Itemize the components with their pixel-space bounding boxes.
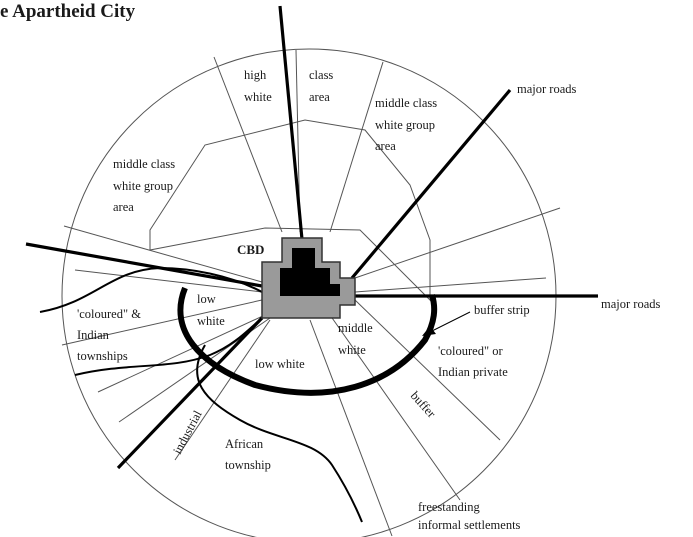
inner-ring (149, 119, 431, 302)
zone-african-township-line2: township (225, 458, 271, 472)
buffer-strip-arrowhead (422, 326, 436, 336)
label-informal-settlements-line1: freestanding (418, 500, 481, 514)
zone-buffer: buffer (408, 389, 439, 422)
zone-middle-class-right-line3: area (375, 139, 396, 153)
label-informal-settlements-line2: informal settlements (418, 518, 521, 532)
label-major-roads-right: major roads (601, 297, 660, 311)
cbd-block (261, 237, 356, 319)
zone-middle-class-right-line2: white group (375, 118, 435, 132)
sector-lines (61, 49, 561, 537)
rail-curve-upper (39, 266, 263, 313)
zone-coloured-townships-line3: townships (77, 349, 128, 363)
zone-middle-class-right-line1: middle class (375, 96, 437, 110)
zone-coloured-townships-line2: Indian (77, 328, 110, 342)
zone-african-township-line1: African (225, 437, 264, 451)
label-buffer-strip: buffer strip (474, 303, 530, 317)
zone-middle-white-line1: middle (338, 321, 373, 335)
cbd-label: CBD (237, 242, 264, 257)
diagram-title: e Apartheid City (0, 1, 136, 22)
zone-class-area-line1: class (309, 68, 333, 82)
zone-high-white-line2: white (244, 90, 272, 104)
zone-coloured-private-line1: 'coloured" or (438, 344, 503, 358)
buffer-strip-pointer (429, 311, 471, 333)
zone-class-area-line2: area (309, 90, 330, 104)
rail-curve-south (196, 344, 363, 523)
major-roads (25, 5, 598, 470)
zone-middle-class-left-line1: middle class (113, 157, 175, 171)
zone-low-white-left-line2: white (197, 314, 225, 328)
zone-low-white-center: low white (255, 357, 305, 371)
zone-low-white-left-line1: low (197, 292, 216, 306)
zone-high-white-line1: high (244, 68, 267, 82)
zone-industrial: industrial (170, 408, 205, 457)
zone-coloured-private-line2: Indian private (438, 365, 508, 379)
label-major-roads-top: major roads (517, 82, 576, 96)
zone-middle-white-line2: white (338, 343, 366, 357)
zone-coloured-townships-line1: 'coloured" & (77, 307, 141, 321)
zone-middle-class-left-line3: area (113, 200, 134, 214)
zone-middle-class-left-line2: white group (113, 179, 173, 193)
